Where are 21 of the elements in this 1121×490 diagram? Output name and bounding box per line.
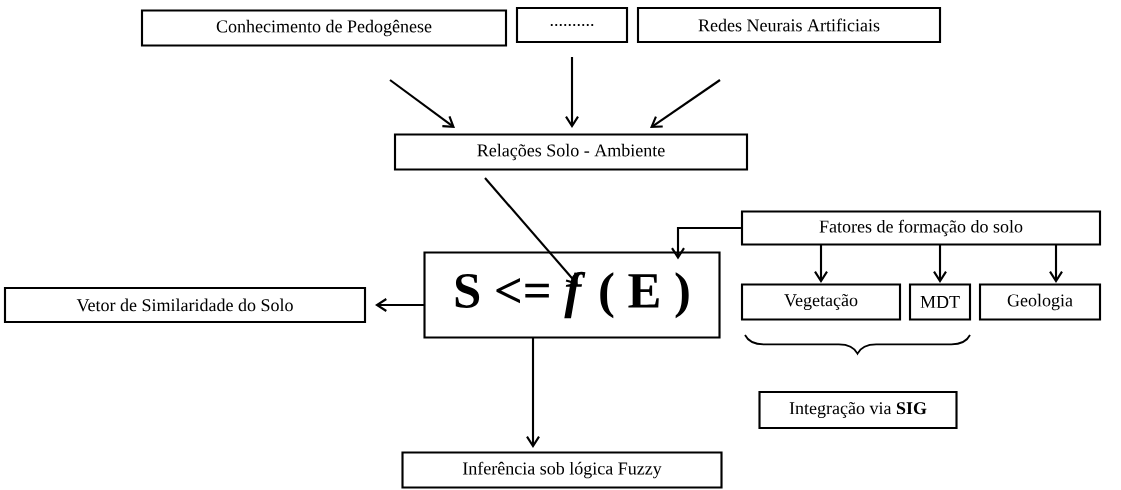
arrow: [814, 245, 828, 283]
arrow: [1049, 245, 1063, 283]
text-box: Integração via SIG: [758, 390, 958, 430]
text-box: Vegetação: [740, 283, 902, 321]
text-box: Fatores de formação do solo: [740, 210, 1102, 246]
arrow: [933, 245, 947, 283]
text-box: ..........: [515, 6, 629, 44]
text-box: Geologia: [978, 283, 1102, 321]
text-box: Inferência sob lógica Fuzzy: [401, 451, 723, 489]
arrow: [671, 226, 741, 260]
arrow: [484, 177, 578, 285]
arrow: [389, 79, 455, 128]
arrow: [650, 79, 721, 128]
text-box: MDT: [908, 283, 972, 321]
text-box: Conhecimento de Pedogênese: [140, 9, 508, 47]
text-box: Redes Neurais Artificiais: [636, 6, 942, 44]
text-box: Vetor de Similaridade do Solo: [3, 286, 367, 324]
arrow: [375, 298, 425, 312]
arrow: [565, 57, 579, 128]
text-box: Relações Solo - Ambiente: [393, 133, 749, 171]
arrow: [526, 338, 540, 448]
